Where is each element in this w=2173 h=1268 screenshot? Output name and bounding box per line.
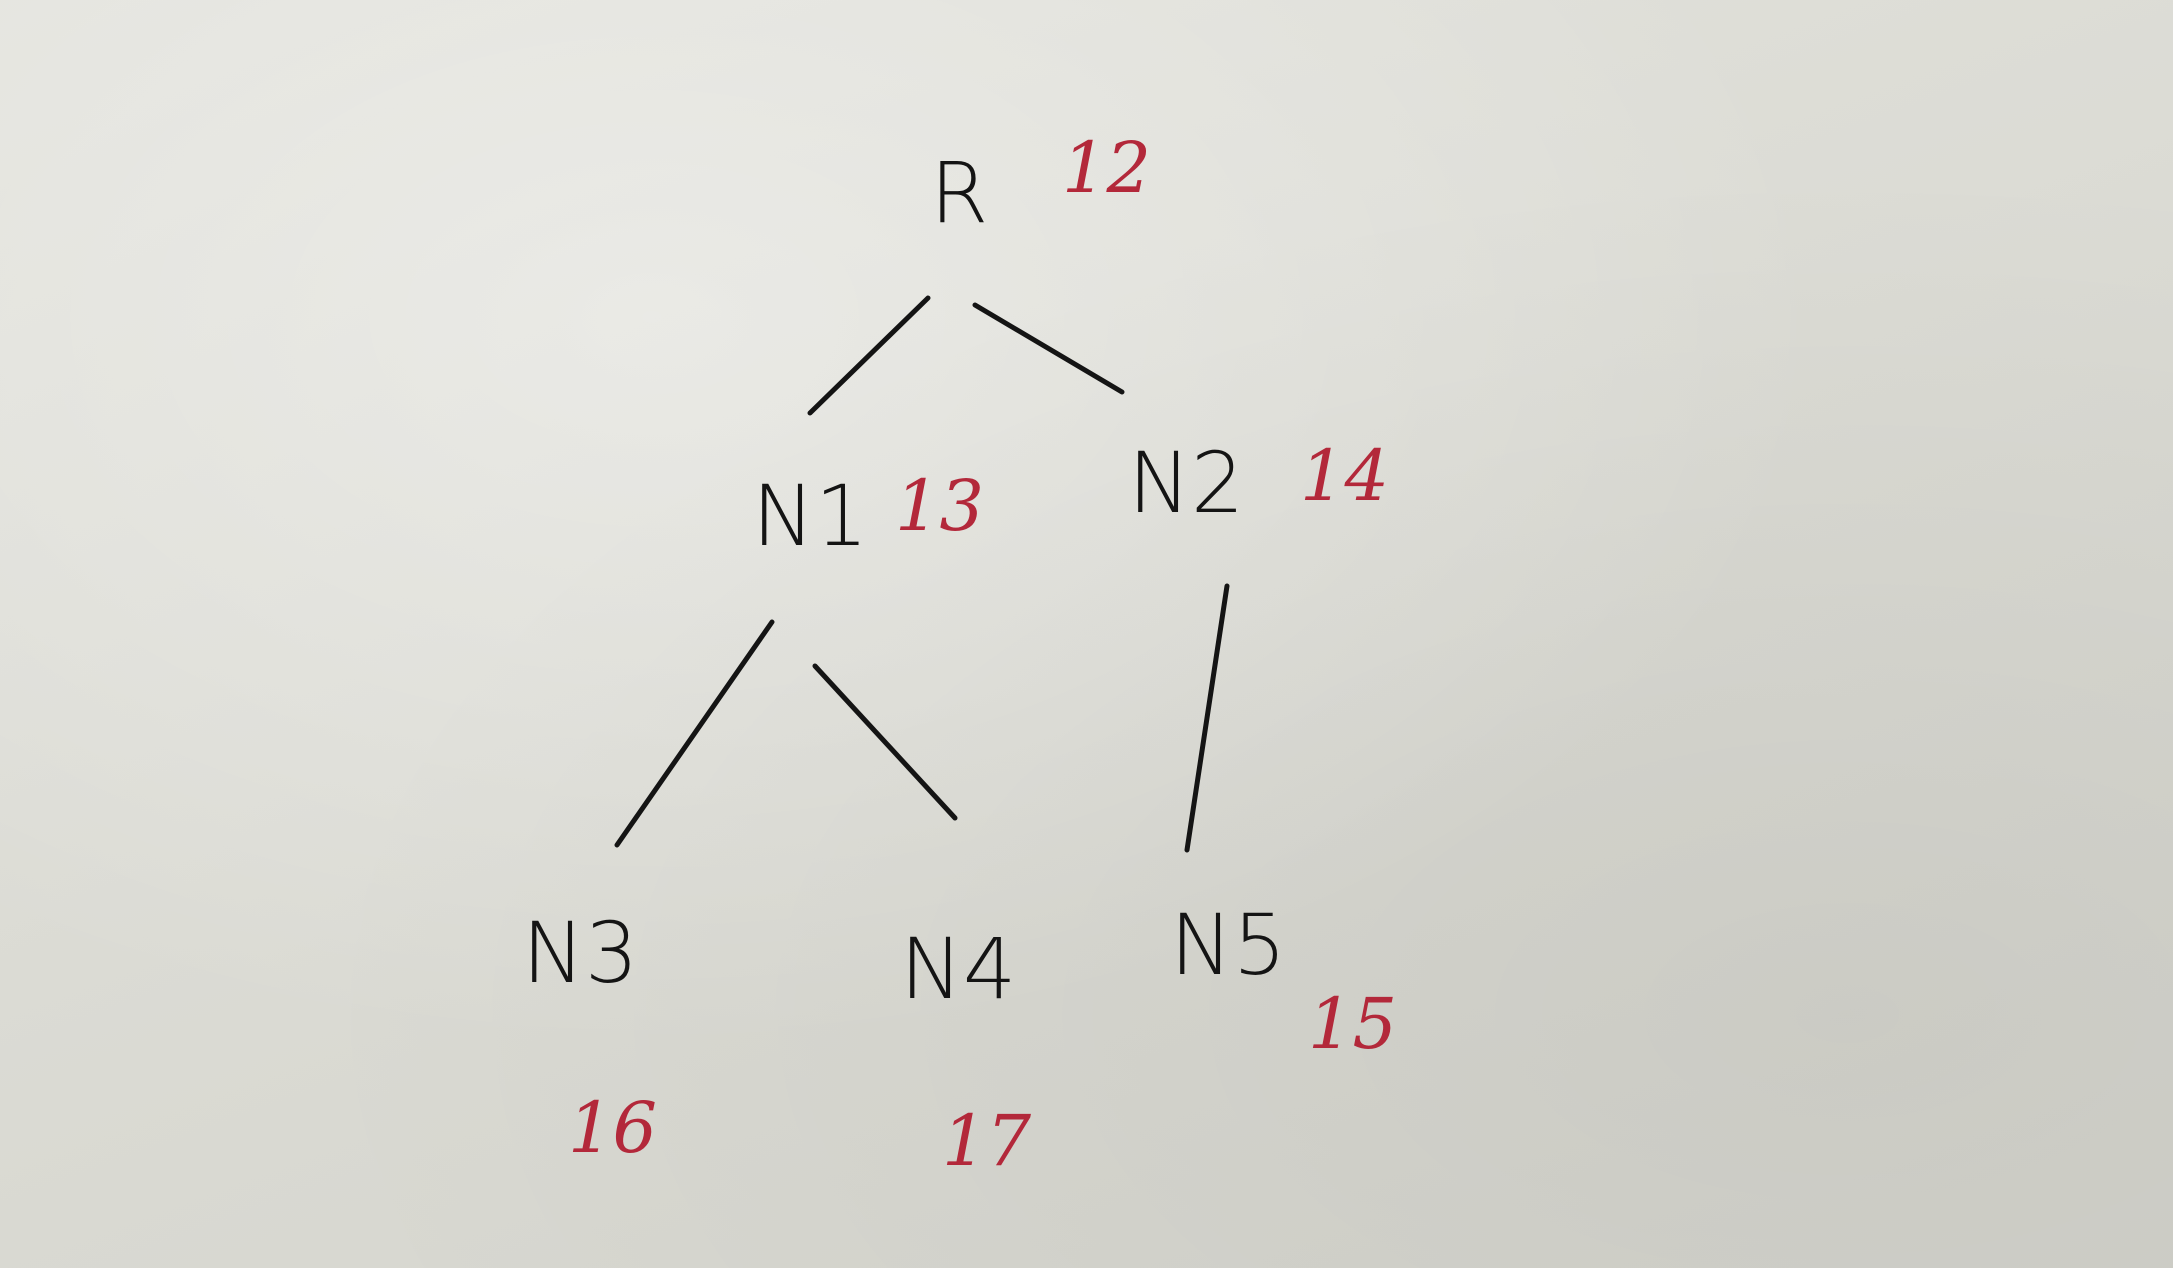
node-label: N4 [900,920,1016,1018]
node-value: 16 [568,1087,657,1169]
node-r: R 12 [930,127,1151,242]
node-label: N2 [1128,434,1244,532]
node-n2: N2 14 [1128,434,1389,532]
node-n1: N1 13 [752,465,984,565]
edge-r-n2 [972,302,1125,395]
nodes: R 12 N1 13 N2 14 N3 16 N4 17 N5 15 [522,127,1397,1182]
edge-n1-n3 [614,619,775,848]
edge-n2-n5 [1184,583,1230,853]
node-value: 14 [1300,435,1389,517]
node-n5: N5 15 [1170,896,1397,1065]
node-n4: N4 17 [900,920,1032,1182]
node-value: 12 [1062,127,1151,209]
node-n3: N3 16 [522,904,657,1169]
node-label: R [930,144,988,242]
node-value: 15 [1308,983,1397,1065]
edges [614,295,1230,853]
edge-n1-n4 [812,663,958,821]
node-label: N5 [1170,896,1286,994]
node-value: 13 [895,465,984,547]
node-value: 17 [942,1100,1032,1182]
node-label: N1 [752,467,868,565]
node-label: N3 [522,904,638,1002]
edge-r-n1 [807,295,931,416]
